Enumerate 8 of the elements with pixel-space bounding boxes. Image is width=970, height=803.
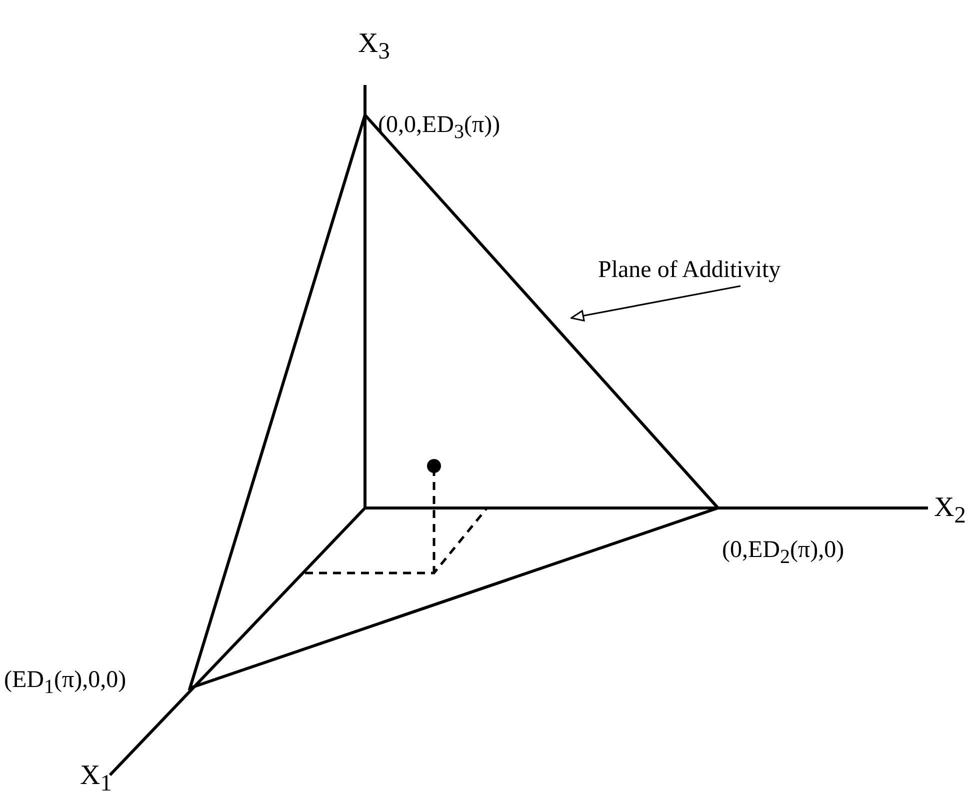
coordinate-label: (0,ED$_{2}$(π),0)	[722, 538, 844, 567]
leader-line	[570, 285, 741, 322]
coordinate-label: (0,0,ED$_{3}$(π))	[378, 113, 500, 142]
axis-label: X$_{2}$	[934, 494, 966, 528]
coordinate-label: (ED$_{1}$(π),0,0)	[4, 668, 126, 697]
callout-text: Plane of Additivity	[598, 258, 781, 282]
axis-label: X$_{1}$	[80, 762, 112, 796]
axis-label: X$_{3}$	[358, 30, 390, 64]
